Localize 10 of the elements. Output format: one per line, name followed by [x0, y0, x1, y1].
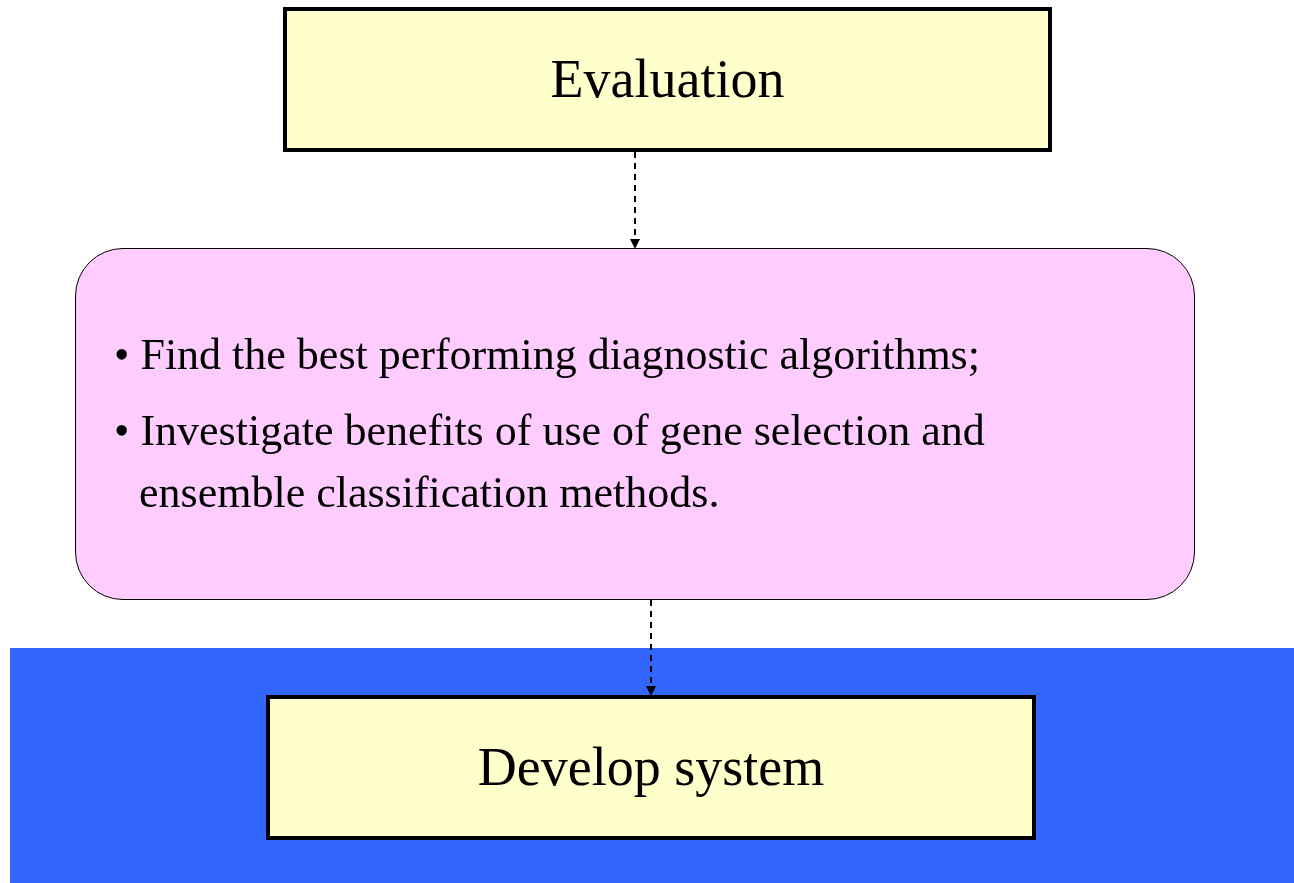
rounded-box	[75, 248, 1195, 600]
process-box	[266, 695, 1036, 840]
box-label: Evaluation	[550, 48, 785, 111]
band-background	[10, 648, 1294, 883]
bullet-text: • Investigate benefits of use of gene selection and ensemble classification methods.	[114, 405, 986, 519]
dashed-arrow	[630, 151, 640, 249]
process-box	[283, 7, 1052, 152]
dashed-arrow	[646, 599, 656, 696]
box-label: Develop system	[477, 736, 825, 799]
bullet-text: • Find the best performing diagnostic algorithms;	[114, 329, 981, 381]
